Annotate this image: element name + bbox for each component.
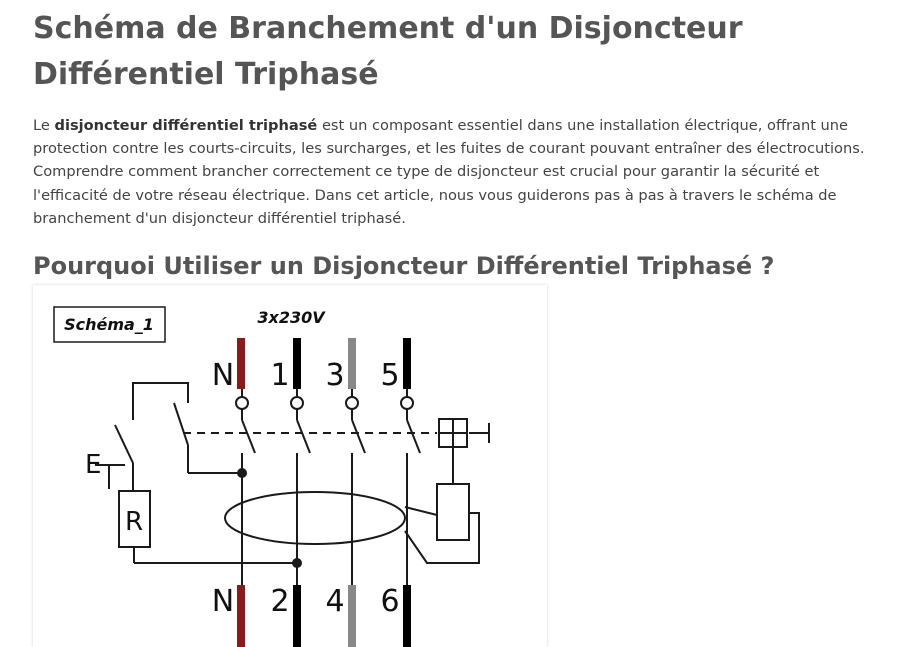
diagram-label: Schéma_1 [64, 315, 154, 334]
top-terminal-3: 3 [325, 358, 344, 393]
intro-rest: est un composant essentiel dans une inst… [33, 117, 865, 227]
circuit-lines [95, 382, 490, 585]
supply-voltage-label: 3x230V [257, 308, 326, 327]
junction-dot-bottom [292, 558, 302, 568]
resistor-label: R [125, 507, 143, 537]
intro-bold: disjoncteur différentiel triphasé [54, 117, 318, 134]
intro-lead: Le [33, 117, 55, 134]
top-terminal-1: 1 [270, 358, 289, 393]
diagram-label-box [53, 306, 166, 343]
top-terminal-5: 5 [380, 358, 399, 393]
page-title: Schéma de Branchement d'un Disjoncteur D… [33, 11, 743, 92]
bottom-terminal-n: N [212, 584, 234, 619]
wiring-diagram: Schéma_1 3x230V N 1 3 5 [53, 306, 490, 647]
test-label: E [85, 450, 101, 480]
top-terminal-n: N [212, 358, 234, 393]
bottom-terminal-6: 6 [380, 584, 399, 619]
intro-paragraph: Le disjoncteur différentiel triphasé est… [33, 114, 883, 230]
bottom-terminal-4: 4 [325, 584, 344, 619]
junction-dot-top [237, 468, 247, 478]
bottom-terminal-2: 2 [270, 584, 289, 619]
section-heading: Pourquoi Utiliser un Disjoncteur Différe… [33, 252, 775, 280]
wiring-diagram-figure: Schéma_1 3x230V N 1 3 5 [33, 285, 547, 647]
terminal-screws [235, 389, 414, 410]
